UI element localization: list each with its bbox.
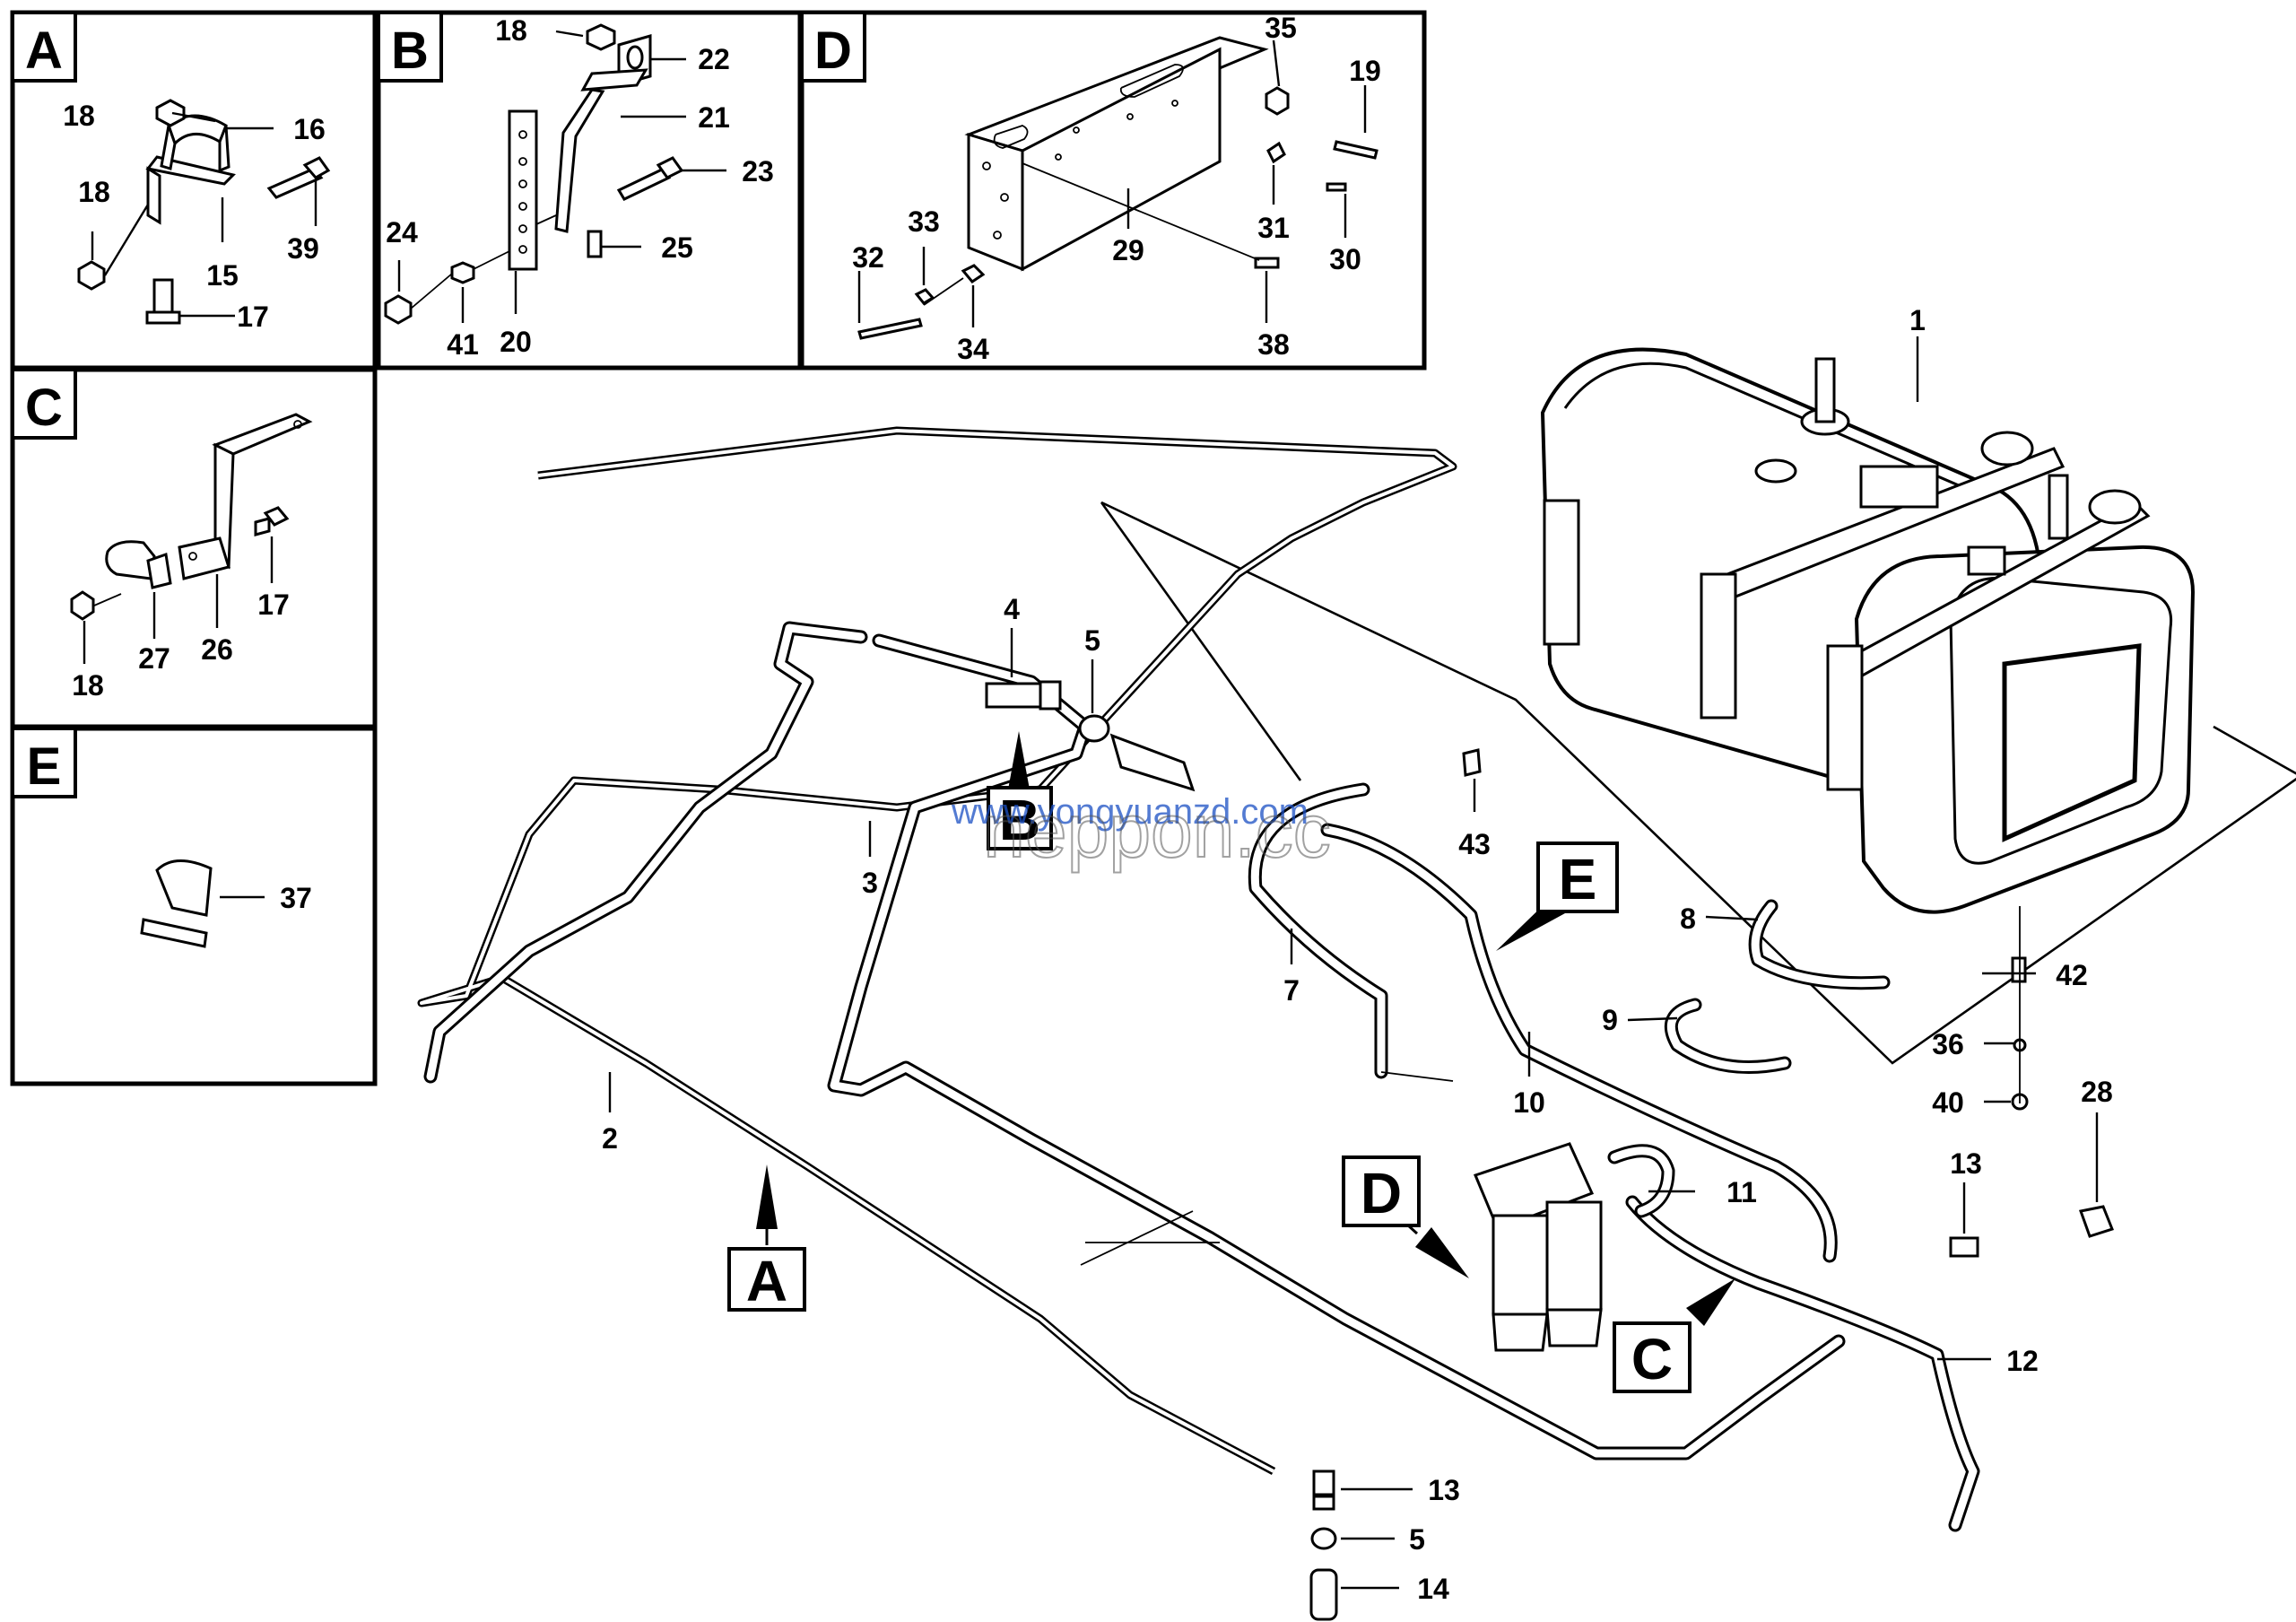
label-4: 4 [1004, 593, 1020, 625]
label-d-34: 34 [957, 333, 989, 365]
label-5-bottom: 5 [1409, 1523, 1425, 1556]
label-2: 2 [602, 1122, 618, 1155]
label-b-41: 41 [447, 328, 479, 361]
label-b-24: 24 [386, 216, 418, 249]
label-42: 42 [2056, 959, 2088, 991]
panel-b-letter: B [391, 22, 429, 80]
label-b-18: 18 [495, 14, 527, 47]
label-e-37: 37 [280, 882, 312, 914]
label-d-31: 31 [1257, 212, 1290, 244]
label-a-18-top: 18 [63, 100, 95, 132]
panel-c-drawing [70, 413, 313, 664]
label-d-30: 30 [1329, 243, 1361, 275]
panel-e-letter: E [27, 737, 62, 796]
watermark: www.yongyuanzd.com neppon.cc [951, 788, 1332, 874]
label-40: 40 [1932, 1086, 1964, 1119]
label-d-35: 35 [1265, 12, 1297, 44]
label-d-29: 29 [1112, 234, 1144, 266]
callout-a-arrow [756, 1164, 778, 1229]
label-d-32: 32 [852, 241, 884, 274]
label-13-bottom: 13 [1428, 1474, 1460, 1506]
label-3: 3 [862, 867, 878, 899]
label-c-17: 17 [257, 589, 290, 621]
panel-d-letter: D [814, 22, 852, 80]
label-14: 14 [1417, 1573, 1449, 1605]
label-a-39: 39 [287, 232, 319, 265]
callout-b: B [999, 788, 1040, 852]
callout-d-arrow [1415, 1227, 1469, 1278]
label-5-top: 5 [1084, 624, 1100, 657]
callout-boxes: A B D C E [727, 786, 1692, 1393]
label-b-23: 23 [742, 155, 774, 187]
label-43: 43 [1458, 828, 1491, 860]
watermark-overlay: neppon.cc [983, 789, 1331, 873]
detail-panels: A B D C E [10, 10, 1427, 1086]
part-labels: 18 16 18 15 39 17 18 22 21 23 24 25 41 2… [63, 12, 2113, 1605]
callout-a: A [746, 1249, 787, 1313]
label-13-right: 13 [1950, 1147, 1982, 1180]
panel-c-letter: C [25, 379, 63, 437]
label-7: 7 [1283, 974, 1300, 1007]
label-a-17: 17 [237, 301, 269, 333]
callout-d: D [1361, 1161, 1402, 1225]
label-a-16: 16 [293, 113, 326, 145]
label-b-20: 20 [500, 326, 532, 358]
panel-b-drawing [384, 23, 726, 325]
label-b-25: 25 [661, 231, 693, 264]
label-d-33: 33 [908, 205, 940, 238]
callout-e: E [1559, 847, 1597, 911]
panel-e-drawing [140, 859, 265, 948]
label-36: 36 [1932, 1028, 1964, 1060]
callout-c-arrow [1686, 1278, 1735, 1326]
label-28: 28 [2081, 1076, 2113, 1108]
panel-e-frame [10, 726, 378, 1086]
panel-a-drawing [77, 99, 331, 325]
label-c-26: 26 [201, 633, 233, 666]
label-b-21: 21 [698, 101, 730, 134]
label-a-15: 15 [206, 259, 239, 292]
label-1: 1 [1909, 304, 1926, 336]
label-d-38: 38 [1257, 328, 1290, 361]
label-11: 11 [1726, 1176, 1757, 1208]
callout-b-arrow [1008, 731, 1030, 789]
label-12: 12 [2006, 1345, 2039, 1377]
main-assembly [417, 336, 2296, 1621]
panel-d-drawing [857, 36, 1378, 340]
label-8: 8 [1680, 903, 1696, 935]
label-d-19: 19 [1349, 55, 1381, 87]
callout-c: C [1631, 1327, 1673, 1391]
label-b-22: 22 [698, 43, 730, 75]
panel-d-frame [799, 10, 1427, 371]
label-10: 10 [1513, 1086, 1545, 1119]
label-9: 9 [1602, 1004, 1618, 1036]
panel-a-letter: A [25, 22, 63, 80]
label-c-18: 18 [72, 669, 104, 702]
label-a-18-left: 18 [78, 176, 110, 208]
watermark-url: www.yongyuanzd.com [951, 792, 1309, 832]
label-c-27: 27 [138, 642, 170, 675]
